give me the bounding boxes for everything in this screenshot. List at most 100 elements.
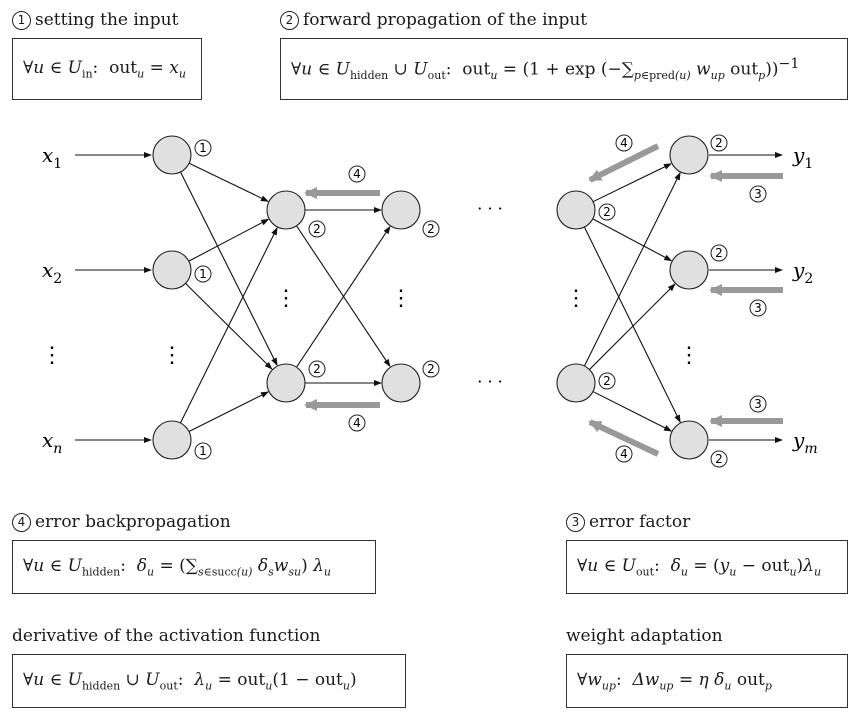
formula-input-box: ∀u ∈ Uin: outu = xu <box>12 38 202 100</box>
error-step-3a: 3 <box>754 187 762 201</box>
vdots-output-neurons: ⋮ <box>678 343 700 368</box>
vdots-inputs: ⋮ <box>41 343 63 368</box>
hidden-step-2f: 2 <box>603 374 611 388</box>
error-step-3b-ring <box>749 299 767 317</box>
vdots-input-neurons: ⋮ <box>161 343 183 368</box>
output-label-y2: y2 <box>792 258 813 287</box>
backprop-step-4c-ring <box>615 134 633 152</box>
weight-adaptation-heading: weight adaptation <box>566 626 723 646</box>
neuron-k2 <box>556 363 596 403</box>
error-step-3a-ring <box>749 185 767 203</box>
backprop-step-4a: 4 <box>353 167 361 181</box>
backprop-step-4b: 4 <box>353 416 361 430</box>
neuron-i3 <box>152 420 192 460</box>
step1-title: setting the input <box>35 10 179 30</box>
hidden-step-2d: 2 <box>427 362 435 376</box>
hidden-step-2b: 2 <box>313 362 321 376</box>
edge-k1-o1 <box>592 163 672 203</box>
edge-k1-o2 <box>592 218 673 262</box>
output-step-2b-ring <box>710 244 728 262</box>
formula-derivative-box: ∀u ∈ Uhidden ∪ Uout: λu = outu(1 − outu) <box>12 654 406 708</box>
step4-title: error backpropagation <box>35 512 231 532</box>
backprop-arrows <box>304 143 783 457</box>
derivative-heading: derivative of the activation function <box>12 626 321 646</box>
input-step-1b: 1 <box>199 267 207 281</box>
neuron-h1 <box>266 190 306 230</box>
neuron-g1 <box>381 190 421 230</box>
output-label-y1: y1 <box>792 143 813 172</box>
hdots-bottom: · · · <box>477 372 502 391</box>
edge-i3-h1 <box>179 227 278 424</box>
backprop-step-4d: 4 <box>620 447 628 461</box>
edge-i1-h2 <box>180 171 278 367</box>
error-step-3c-ring <box>749 395 767 413</box>
edge-k2-o1 <box>583 172 681 367</box>
input-label-x2: x2 <box>42 258 62 287</box>
error-step-3c: 3 <box>754 397 762 411</box>
step4-number: 4 <box>12 513 31 532</box>
edge-i1-h1 <box>188 162 269 202</box>
hidden-step-2b-ring <box>308 360 326 378</box>
hidden-step-2c: 2 <box>427 222 435 236</box>
formula-error-factor-box: ∀u ∈ Uout: δu = (yu − outu)λu <box>566 540 848 594</box>
input-label-xn: xn <box>42 428 62 457</box>
step1-number: 1 <box>12 11 31 30</box>
formula-backprop-box: ∀u ∈ Uhidden: δu = (∑s∈succ(u) δswsu) λu <box>12 540 376 594</box>
backprop-step-4d-ring <box>615 445 633 463</box>
diagram-labels: 1 1 1 2 2 2 2 2 2 2 2 2 4 4 4 4 3 3 3 x1 x2 xn y1 y2 ym ⋮ ⋮ ⋮ ⋮ ⋮ ⋮ · ·… <box>41 134 818 468</box>
output-step-2a: 2 <box>715 136 723 150</box>
vdots-hidden-2: ⋮ <box>390 286 412 311</box>
neuron-k1 <box>556 190 596 230</box>
step2-title: forward propagation of the input <box>303 10 588 30</box>
neuron-i1 <box>152 135 192 175</box>
backprop-arrow-out-top <box>588 143 660 183</box>
neuron-h2 <box>266 363 306 403</box>
neurons <box>152 135 709 460</box>
neuron-g2 <box>381 363 421 403</box>
output-label-ym: ym <box>792 428 818 457</box>
neuron-i2 <box>152 250 192 290</box>
hidden-step-2e-ring <box>598 203 616 221</box>
formula-forward-box: ∀u ∈ Uhidden ∪ Uout: outu = (1 + exp (−∑… <box>280 38 848 100</box>
input-label-x1: x1 <box>42 143 62 172</box>
connection-edges <box>75 152 783 443</box>
edge-h2-g1 <box>296 225 391 368</box>
backprop-step-4c: 4 <box>620 136 628 150</box>
hdots-top: · · · <box>477 199 502 218</box>
step3-number: 3 <box>566 513 585 532</box>
error-step-3b: 3 <box>754 301 762 315</box>
edge-k2-o3 <box>592 391 673 432</box>
hidden-step-2a-ring <box>308 220 326 238</box>
backprop-step-4a-ring <box>348 165 366 183</box>
hidden-step-2a: 2 <box>313 222 321 236</box>
input-step-1b-ring <box>194 265 212 283</box>
edge-i2-h1 <box>188 218 270 262</box>
neuron-o2 <box>669 250 709 290</box>
output-step-2b: 2 <box>715 246 723 260</box>
output-step-2a-ring <box>710 134 728 152</box>
hidden-step-2c-ring <box>422 220 440 238</box>
input-step-1c: 1 <box>199 444 207 458</box>
input-step-1c-ring <box>194 442 212 460</box>
output-step-2c: 2 <box>715 452 723 466</box>
vdots-hidden-1: ⋮ <box>275 286 297 311</box>
step3-title: error factor <box>589 512 691 532</box>
neuron-o1 <box>669 135 709 175</box>
backprop-arrow-out-bottom <box>588 419 660 457</box>
edge-k2-o2 <box>589 283 676 370</box>
neuron-o3 <box>669 420 709 460</box>
step2-number: 2 <box>280 11 299 30</box>
hidden-step-2e: 2 <box>603 205 611 219</box>
input-step-1a-ring <box>194 139 212 157</box>
output-step-2c-ring <box>710 450 728 468</box>
input-step-1a: 1 <box>199 141 207 155</box>
network-diagram: 1 1 1 2 2 2 2 2 2 2 2 2 4 4 4 4 3 3 3 x1 x2 xn y1 y2 ym ⋮ ⋮ ⋮ ⋮ ⋮ ⋮ · ·… <box>41 134 818 468</box>
hidden-step-2f-ring <box>598 372 616 390</box>
vdots-hidden-k: ⋮ <box>565 286 587 311</box>
edge-k1-o3 <box>583 226 681 423</box>
edge-i3-h2 <box>188 391 270 432</box>
